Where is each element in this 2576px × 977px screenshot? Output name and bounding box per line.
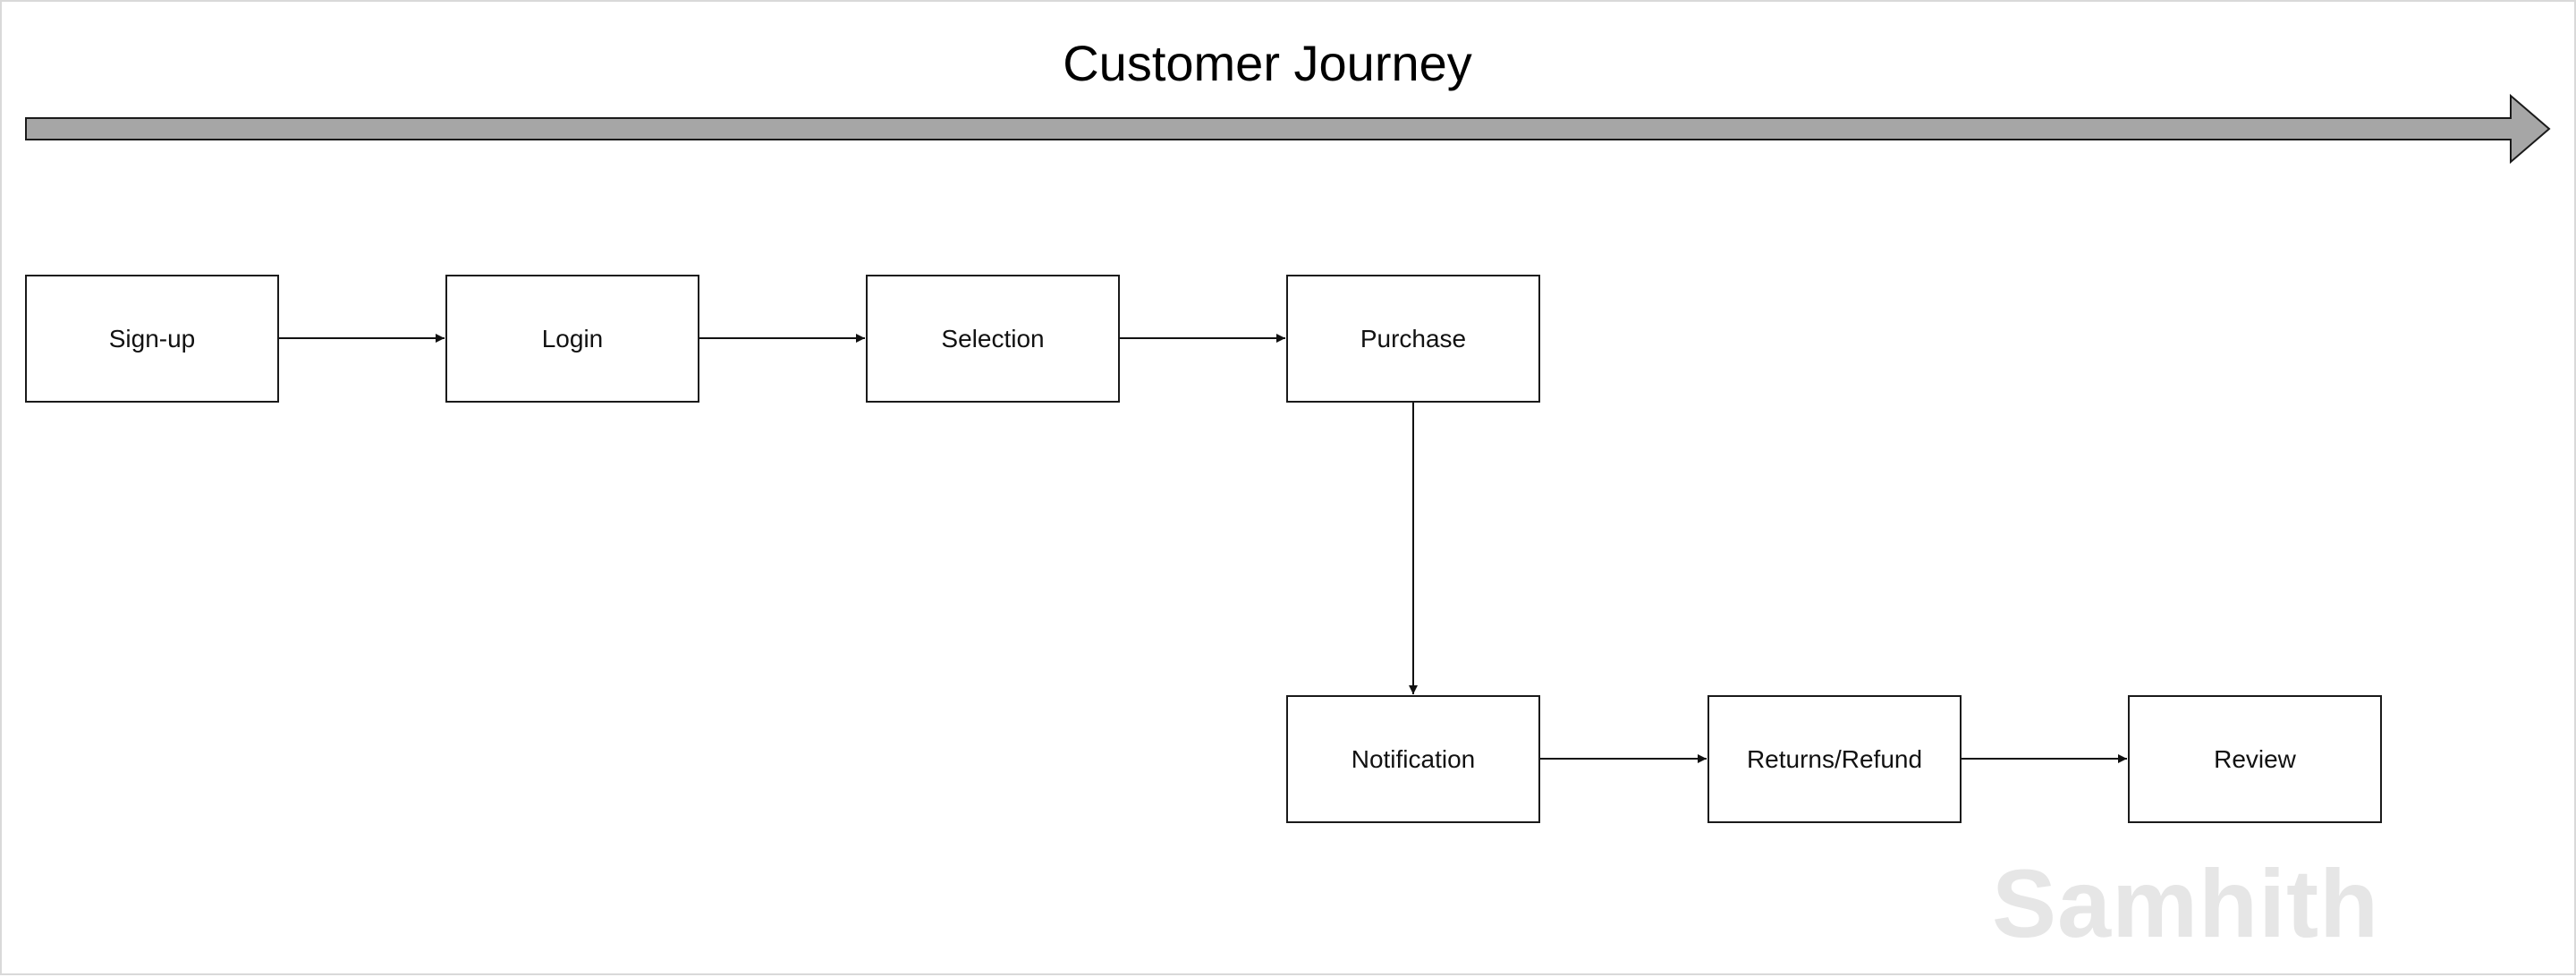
node-review[interactable]: Review	[2128, 695, 2382, 823]
watermark-text: Samhith	[1992, 849, 2380, 957]
node-returns-refund[interactable]: Returns/Refund	[1707, 695, 1962, 823]
node-login[interactable]: Login	[445, 275, 699, 403]
timeline-arrow	[25, 93, 2551, 165]
node-notification[interactable]: Notification	[1286, 695, 1540, 823]
node-selection[interactable]: Selection	[866, 275, 1120, 403]
diagram-title: Customer Journey	[1063, 35, 1472, 91]
node-signup[interactable]: Sign-up	[25, 275, 279, 403]
node-purchase[interactable]: Purchase	[1286, 275, 1540, 403]
